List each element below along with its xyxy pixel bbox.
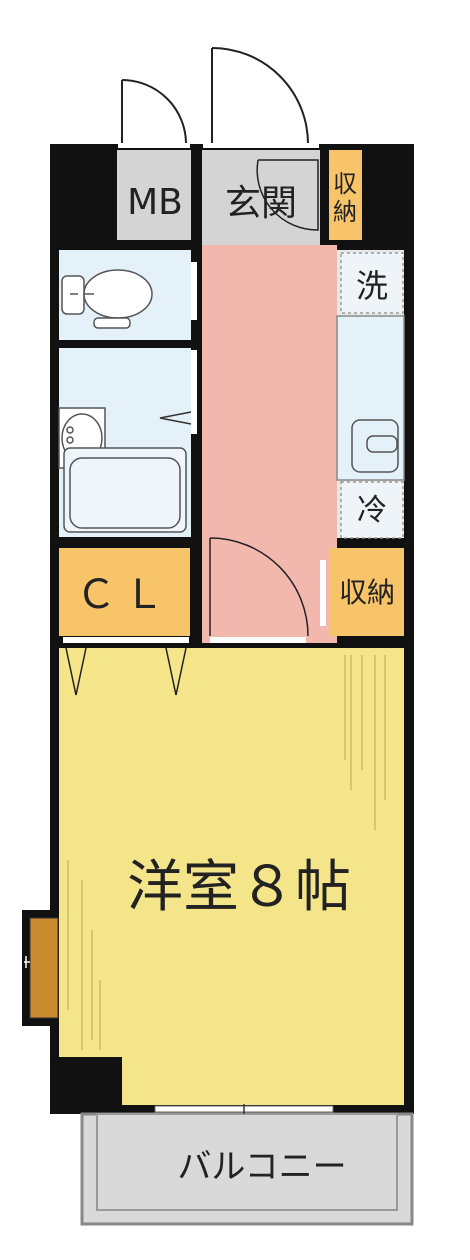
hallway-lower: [202, 540, 320, 643]
sink-icon: [366, 435, 398, 453]
side-window: [22, 910, 59, 1026]
storage: [330, 548, 404, 636]
fridge-box: [340, 481, 404, 539]
entrance-storage-label-top: 収: [333, 170, 357, 198]
entrance-label: 玄関: [225, 183, 297, 224]
closet: [59, 548, 190, 636]
washer-label: 洗: [356, 267, 388, 305]
wall-openings: [63, 143, 326, 643]
entrance-door-swing: [211, 47, 309, 145]
fridge-label: 冷: [357, 493, 387, 528]
bathtub-icon: [63, 447, 187, 533]
toilet-icon: [61, 269, 153, 329]
western-room-label: 洋室８帖: [127, 855, 351, 920]
mb-label: MB: [127, 182, 183, 223]
entrance-storage-label-bottom: 納: [333, 198, 357, 226]
bathroom: [58, 348, 192, 537]
mb-area: [117, 150, 191, 240]
entrance-area: [202, 150, 320, 245]
kitchen-counter: [336, 315, 405, 481]
floor-hatching: [67, 655, 386, 1050]
storage-label: 収納: [339, 576, 395, 609]
western-room: [59, 648, 404, 1105]
entrance-storage: [329, 150, 362, 240]
entrance-inner-door: [256, 159, 319, 231]
mb-door-swing: [121, 79, 187, 145]
toilet-room: [59, 250, 191, 340]
closet-label: ＣＬ: [76, 572, 172, 618]
balcony: [80, 1112, 414, 1226]
balcony-label: バルコニー: [177, 1147, 346, 1187]
washer-box: [340, 252, 404, 314]
bath-door-swing: [159, 411, 192, 425]
closet-door-marks: [65, 647, 187, 696]
hallway-door-swing: [209, 537, 309, 637]
balcony-window: [154, 1104, 334, 1114]
